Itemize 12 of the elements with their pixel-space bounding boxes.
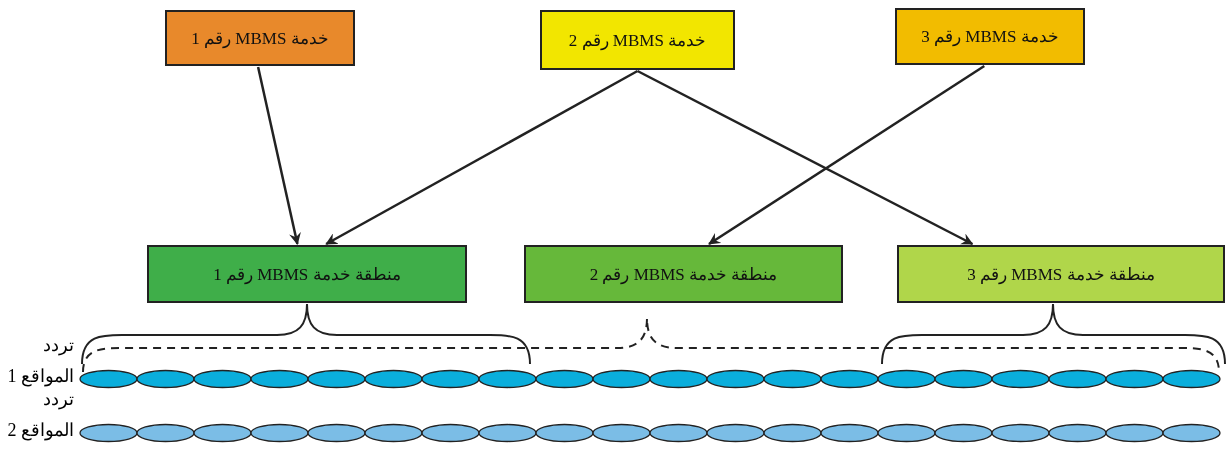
frequency-label: تردد المواقع 1 [6, 334, 74, 389]
service-box: خدمة MBMS رقم 3 [895, 8, 1085, 65]
arrow [325, 69, 639, 246]
service-area-box: منطقة خدمة MBMS رقم 1 [147, 245, 467, 303]
service-area-box: منطقة خدمة MBMS رقم 3 [897, 245, 1225, 303]
service-area-box: منطقة خدمة MBMS رقم 2 [524, 245, 843, 303]
service-box: خدمة MBMS رقم 1 [165, 10, 355, 66]
service-box: خدمة MBMS رقم 2 [540, 10, 735, 70]
frequency-label: تردد المواقع 2 [6, 388, 74, 443]
arrow [636, 69, 974, 246]
arrow [708, 64, 985, 246]
arrow [256, 66, 301, 245]
